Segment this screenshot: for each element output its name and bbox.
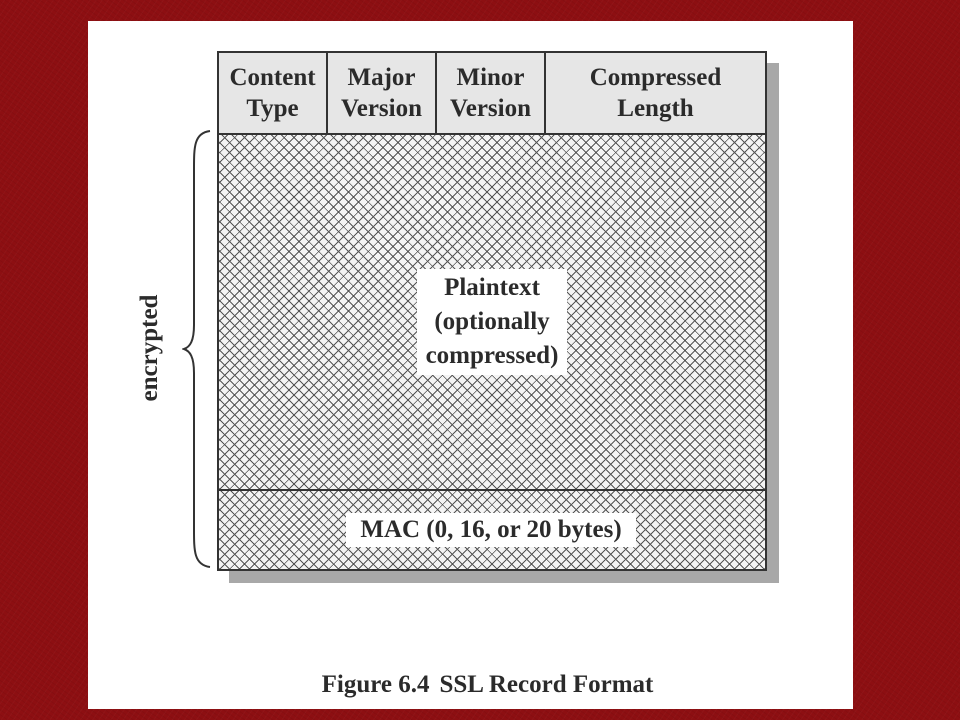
figure-number: Figure 6.4 <box>321 671 430 698</box>
plaintext-line1: Plaintext <box>444 274 540 301</box>
plaintext-region: Plaintext (optionally compressed) <box>219 135 765 491</box>
encrypted-label: encrypted <box>136 294 163 402</box>
mac-label: MAC (0, 16, or 20 bytes) <box>346 513 636 547</box>
field-content-type-line2: Type <box>246 95 299 122</box>
field-major-version: Major Version <box>328 53 437 133</box>
field-major-version-line1: Major <box>347 64 416 91</box>
field-compressed-length: Compressed Length <box>546 53 765 133</box>
plaintext-line2: (optionally <box>434 308 550 335</box>
plaintext-line3: compressed) <box>425 342 559 369</box>
figure-caption: Figure 6.4 SSL Record Format <box>88 671 853 699</box>
mac-region: MAC (0, 16, or 20 bytes) <box>219 491 765 569</box>
field-minor-version-line1: Minor <box>456 64 525 91</box>
field-content-type-line1: Content <box>229 64 316 91</box>
field-minor-version: Minor Version <box>437 53 546 133</box>
slide-panel: encrypted Content Type Major Version Min… <box>88 21 853 709</box>
field-content-type: Content Type <box>219 53 328 133</box>
ssl-record-diagram: Content Type Major Version Minor Version… <box>217 51 767 571</box>
figure-title: SSL Record Format <box>439 671 654 698</box>
plaintext-label: Plaintext (optionally compressed) <box>417 269 567 375</box>
field-compressed-length-line1: Compressed <box>589 64 722 91</box>
encrypted-brace <box>182 130 211 568</box>
field-minor-version-line2: Version <box>449 95 532 122</box>
field-major-version-line2: Version <box>340 95 423 122</box>
field-compressed-length-line2: Length <box>617 95 694 122</box>
record-header: Content Type Major Version Minor Version… <box>219 53 765 135</box>
